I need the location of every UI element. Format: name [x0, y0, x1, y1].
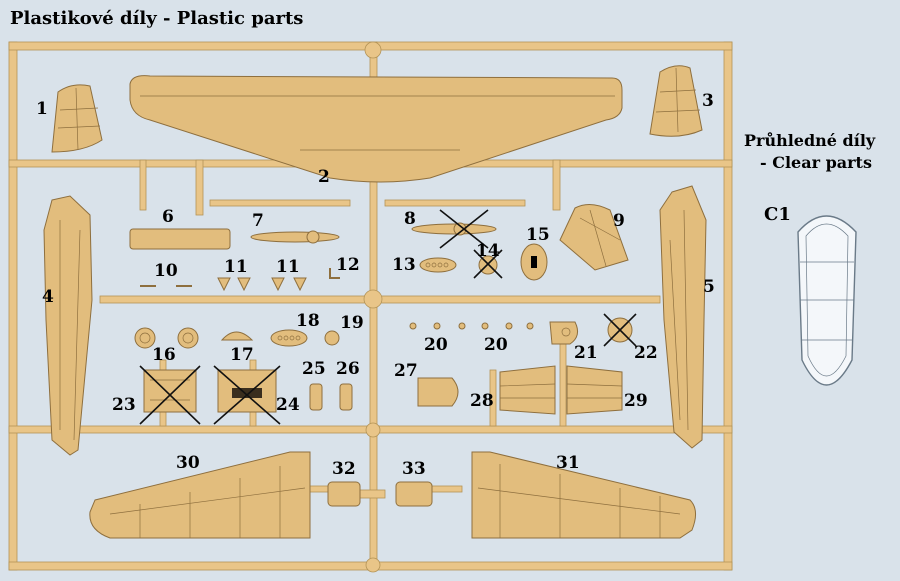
part-5-fuselage-right — [659, 185, 707, 449]
clear-part-c1-canopy — [797, 215, 857, 386]
part-6 — [129, 228, 231, 250]
part-label: 31 — [556, 453, 580, 473]
part-25-26-seats — [309, 383, 353, 411]
part-27 — [417, 377, 459, 407]
clear-part-label: C1 — [764, 204, 791, 225]
part-label: 23 — [112, 395, 136, 415]
part-3-rudder-right — [649, 65, 703, 137]
part-label: 28 — [470, 391, 494, 411]
part-16-wheels — [134, 327, 199, 349]
part-21 — [549, 321, 579, 345]
part-1-rudder-left — [51, 84, 103, 153]
part-label: 10 — [154, 261, 178, 281]
part-label: 6 — [162, 207, 174, 227]
part-label: 30 — [176, 453, 200, 473]
part-13-engine — [419, 257, 457, 273]
part-19 — [324, 330, 340, 346]
part-17 — [220, 331, 254, 341]
part-label: 26 — [336, 359, 360, 379]
part-label: 3 — [702, 91, 714, 111]
part-4-fuselage-left — [43, 195, 93, 456]
part-label: 1 — [36, 99, 48, 119]
part-label: 20 — [424, 335, 448, 355]
part-label: 14 — [476, 241, 500, 261]
part-label: 5 — [703, 277, 715, 297]
part-label: 8 — [404, 209, 416, 229]
part-label: 12 — [336, 255, 360, 275]
part-label: 13 — [392, 255, 416, 275]
part-8-propeller — [411, 222, 497, 236]
part-31-wing-right — [471, 451, 696, 539]
part-label: 32 — [332, 459, 356, 479]
part-label: 9 — [613, 211, 625, 231]
part-32 — [327, 481, 361, 507]
part-label: 27 — [394, 361, 418, 381]
part-label: 21 — [574, 343, 598, 363]
part-label: 15 — [526, 225, 550, 245]
part-label: 11 — [276, 257, 300, 277]
part-33 — [395, 481, 433, 507]
part-label: 25 — [302, 359, 326, 379]
part-7-propeller — [250, 230, 340, 244]
part-label: 17 — [230, 345, 254, 365]
part-9-stabilizer — [559, 204, 629, 271]
part-number-labels: 1 2 3 4 5 6 7 8 9 10 11 11 12 13 14 15 1… — [36, 91, 791, 479]
clear-parts-title-line2: - Clear parts — [760, 153, 872, 172]
part-label: 7 — [252, 211, 264, 231]
part-label: 22 — [634, 343, 658, 363]
part-label: 20 — [484, 335, 508, 355]
part-label: 16 — [152, 345, 176, 365]
part-11 — [217, 277, 307, 292]
part-label: 19 — [340, 313, 364, 333]
part-12 — [329, 268, 340, 279]
part-18-engine — [270, 329, 308, 347]
part-label: 18 — [296, 311, 320, 331]
part-20 — [409, 322, 534, 330]
clear-parts-title-line1: Průhledné díly — [744, 131, 876, 150]
crossed-out-marks — [139, 209, 637, 425]
part-label: 4 — [42, 287, 54, 307]
part-label: 11 — [224, 257, 248, 277]
part-23 — [143, 369, 197, 413]
part-30-wing-left — [89, 451, 311, 539]
page-title: Plastikové díly - Plastic parts — [10, 8, 304, 29]
clear-parts-title: Průhledné díly - Clear parts — [744, 130, 894, 174]
part-2-wing-top — [129, 75, 623, 183]
part-28 — [499, 365, 556, 415]
part-label: 33 — [402, 459, 426, 479]
part-29 — [566, 365, 623, 415]
part-label: 2 — [318, 167, 330, 187]
part-15 — [520, 243, 548, 281]
part-label: 29 — [624, 391, 648, 411]
part-label: 24 — [276, 395, 300, 415]
